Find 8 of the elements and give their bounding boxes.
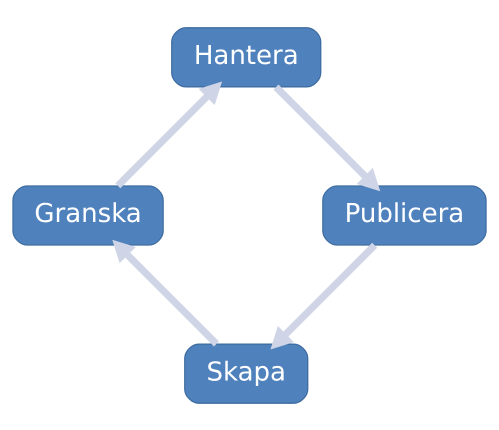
arrow (112, 239, 219, 346)
node-box: Skapa (184, 343, 308, 404)
node-box: Publicera (322, 184, 487, 246)
node-box: Granska (12, 184, 164, 246)
node-box: Hantera (171, 26, 322, 87)
arrow (115, 81, 222, 188)
arrow (270, 242, 378, 349)
arrow (274, 84, 380, 191)
